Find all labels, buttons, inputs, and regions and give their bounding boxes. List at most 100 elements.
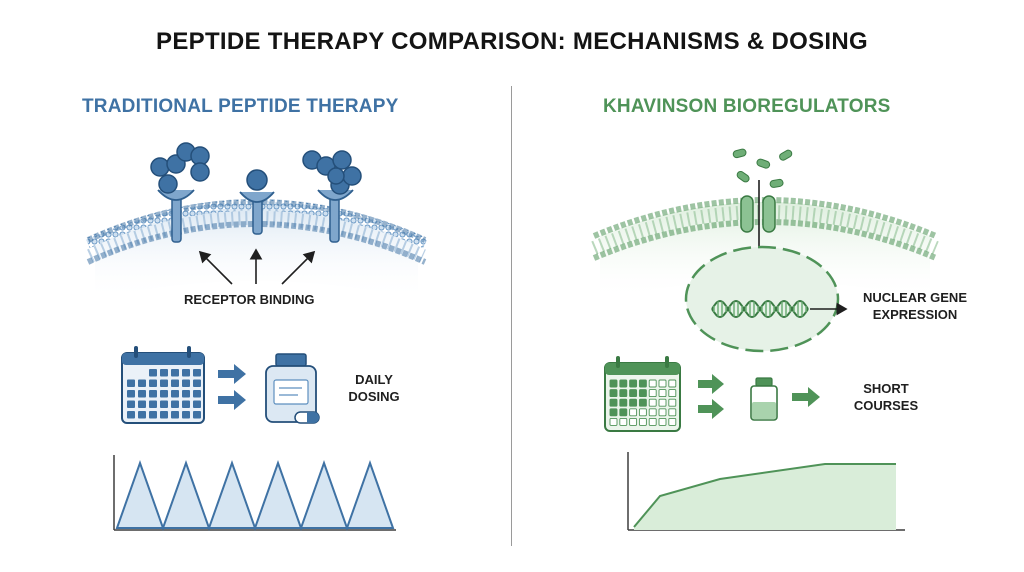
calendar-day-cell [127, 379, 135, 387]
calendar-icon [121, 346, 205, 424]
capsule-icon [294, 411, 320, 424]
calendar-day-cell [160, 379, 168, 387]
calendar-day-cell [138, 400, 146, 408]
left-panel-title: TRADITIONAL PEPTIDE THERAPY [82, 96, 399, 117]
calendar-day-cell [182, 411, 190, 419]
calendar-day-cell [160, 390, 168, 398]
calendar-day-cell [127, 400, 135, 408]
calendar-day-cell [193, 369, 201, 377]
arrow-icon [698, 374, 820, 419]
calendar-day-cell [182, 379, 190, 387]
calendar-day-cell [638, 379, 647, 388]
right-concentration-graph [627, 452, 905, 531]
calendar-day-cell [658, 417, 667, 426]
calendar-day-cell [638, 398, 647, 407]
right-panel-title: KHAVINSON BIOREGULATORS [603, 96, 891, 117]
calendar-day-cell [138, 411, 146, 419]
calendar-day-cell [658, 379, 667, 388]
calendar-day-cell [149, 379, 157, 387]
calendar-day-cell [629, 379, 638, 388]
calendar-day-cell [160, 400, 168, 408]
daily-dosing-label: DAILY DOSING [344, 371, 404, 405]
calendar-day-cell [658, 408, 667, 417]
calendar-day-cell [182, 400, 190, 408]
calendar-day-cell [629, 398, 638, 407]
calendar-day-cell [171, 379, 179, 387]
calendar-day-cell [658, 398, 667, 407]
page-title: PEPTIDE THERAPY COMPARISON: MECHANISMS &… [156, 28, 868, 55]
calendar-day-cell [658, 389, 667, 398]
panel-divider [511, 86, 512, 546]
peptide-fragments [732, 148, 793, 280]
nuclear-expression-label: NUCLEAR GENE EXPRESSION [850, 289, 980, 323]
calendar-day-cell [138, 390, 146, 398]
calendar-day-cell [648, 379, 657, 388]
calendar-day-cell [648, 398, 657, 407]
calendar-day-cell [160, 411, 168, 419]
calendar-day-cell [668, 408, 677, 417]
calendar-day-cell [668, 398, 677, 407]
calendar-day-cell [619, 417, 628, 426]
calendar-day-cell [149, 369, 157, 377]
vial-icon [750, 377, 778, 421]
calendar-day-cell [193, 379, 201, 387]
calendar-day-cell [619, 408, 628, 417]
calendar-day-cell [160, 369, 168, 377]
daily-dosing-line2: DOSING [348, 389, 400, 404]
receptor-icon [150, 142, 210, 243]
nuclear-expression-line1: NUCLEAR GENE [862, 290, 967, 305]
arrow-icon [218, 364, 246, 410]
calendar-day-cell [619, 389, 628, 398]
calendar-day-cell [149, 400, 157, 408]
calendar-day-cell [609, 379, 618, 388]
pill-bottle-icon [265, 353, 317, 423]
short-courses-line1: SHORT [863, 381, 909, 396]
calendar-day-cell [193, 400, 201, 408]
calendar-day-cell [638, 408, 647, 417]
calendar-day-cell [609, 417, 618, 426]
short-courses-line2: COURSES [853, 398, 919, 413]
calendar-day-cell [619, 398, 628, 407]
calendar-day-cell [149, 390, 157, 398]
receptor-icon [239, 169, 275, 235]
calendar-day-cell [138, 379, 146, 387]
calendar-day-cell [668, 379, 677, 388]
calendar-day-cell [171, 411, 179, 419]
calendar-day-cell [127, 411, 135, 419]
receptor-binding-label: RECEPTOR BINDING [184, 292, 315, 307]
nucleus-icon [684, 245, 840, 353]
calendar-day-cell [638, 389, 647, 398]
receptor-icon [302, 150, 362, 243]
calendar-day-cell [668, 389, 677, 398]
nuclear-expression-line2: EXPRESSION [872, 307, 958, 322]
calendar-day-cell [193, 411, 201, 419]
calendar-day-cell [127, 390, 135, 398]
calendar-day-cell [648, 408, 657, 417]
calendar-day-cell [193, 390, 201, 398]
calendar-day-cell [149, 411, 157, 419]
calendar-day-cell [668, 417, 677, 426]
calendar-day-cell [629, 417, 638, 426]
calendar-day-cell [171, 400, 179, 408]
calendar-day-cell [648, 389, 657, 398]
daily-dosing-line1: DAILY [355, 372, 393, 387]
calendar-day-cell [609, 398, 618, 407]
calendar-day-cell [629, 389, 638, 398]
calendar-day-cell [648, 417, 657, 426]
calendar-day-cell [182, 369, 190, 377]
calendar-day-cell [619, 379, 628, 388]
calendar-day-cell [609, 408, 618, 417]
membrane-channel-icon [740, 195, 776, 233]
left-concentration-graph [113, 455, 396, 531]
calendar-day-cell [629, 408, 638, 417]
calendar-day-cell [171, 369, 179, 377]
calendar-day-cell [609, 389, 618, 398]
receptor-binding-arrows [198, 248, 316, 285]
dna-icon [711, 299, 809, 319]
calendar-day-cell [638, 417, 647, 426]
calendar-icon [604, 356, 681, 432]
short-courses-label: SHORT COURSES [846, 380, 926, 414]
calendar-day-cell [182, 390, 190, 398]
calendar-day-cell [171, 390, 179, 398]
